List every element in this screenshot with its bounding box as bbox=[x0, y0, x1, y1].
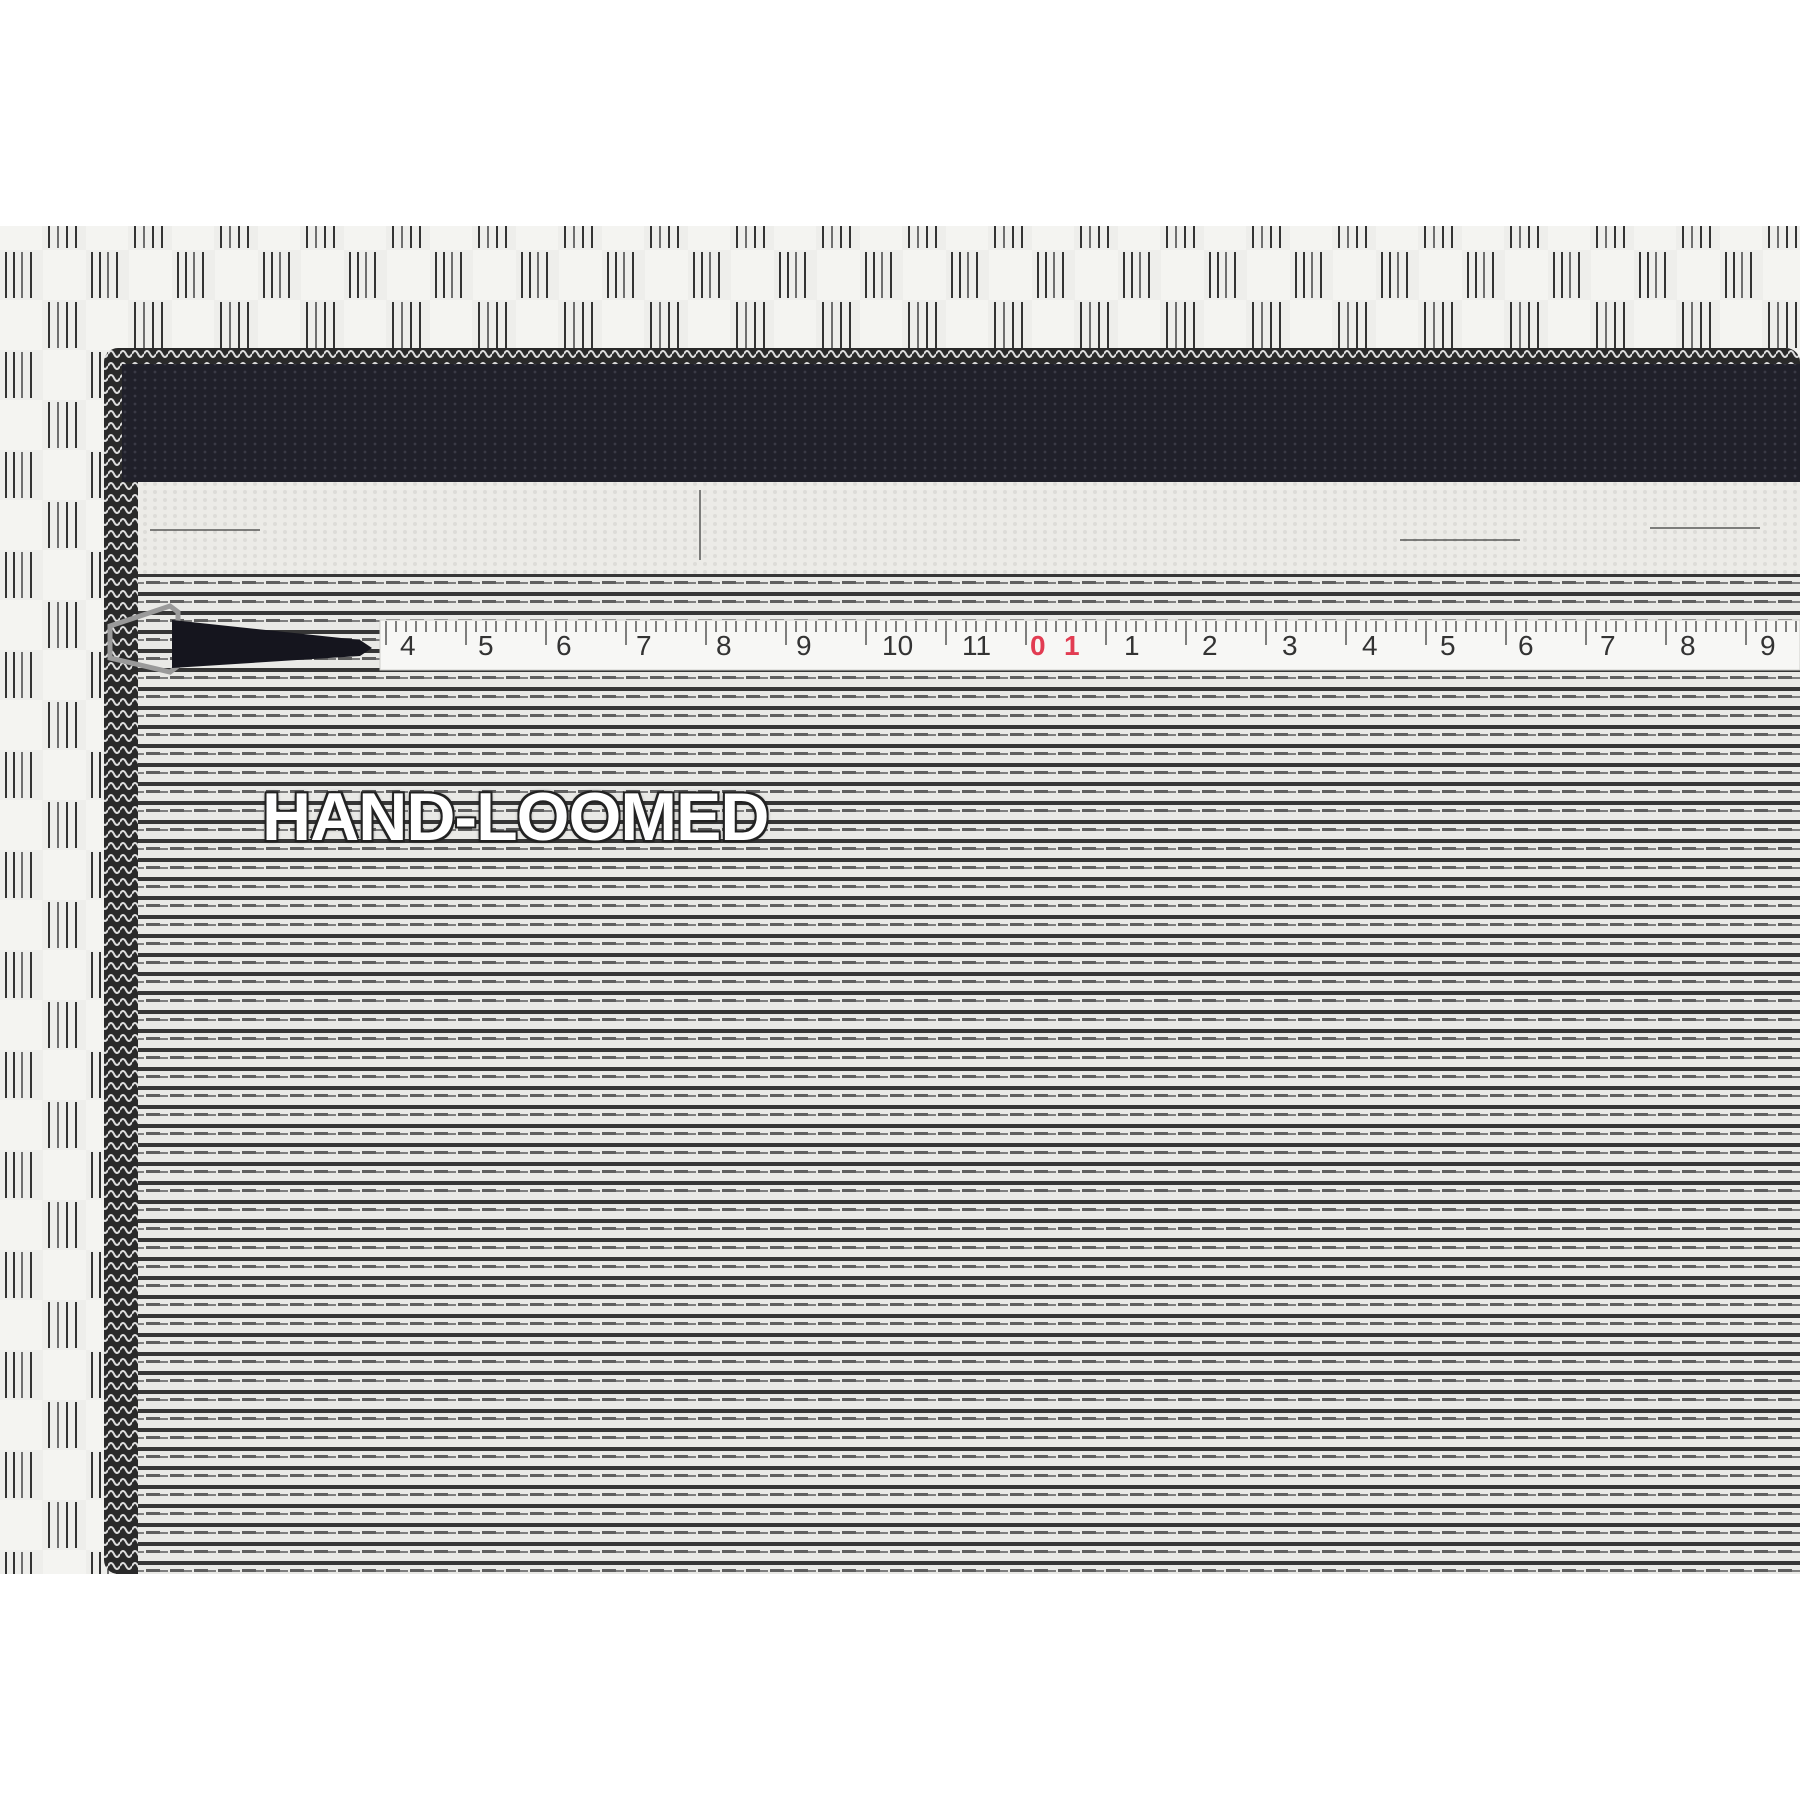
tape-label: 5 bbox=[478, 630, 494, 661]
tape-label: 9 bbox=[1760, 630, 1776, 661]
tape-label: 1 bbox=[1124, 630, 1140, 661]
tape-label: 6 bbox=[1518, 630, 1534, 661]
tape-measure bbox=[379, 619, 1800, 671]
tape-label: 6 bbox=[556, 630, 572, 661]
tape-label: 9 bbox=[796, 630, 812, 661]
tape-label: 7 bbox=[636, 630, 652, 661]
tape-label: 0 bbox=[1030, 630, 1046, 661]
rug-caption: HAND-LOOMED bbox=[262, 779, 770, 855]
tape-label: 8 bbox=[716, 630, 732, 661]
rug-striped-field bbox=[138, 574, 1800, 1574]
tape-label: 10 bbox=[882, 630, 914, 661]
tape-label: 4 bbox=[1362, 630, 1378, 661]
tape-label: 1 bbox=[1064, 630, 1080, 661]
tape-label: 4 bbox=[400, 630, 416, 661]
rug-dark-border bbox=[122, 364, 1800, 482]
tape-label: 7 bbox=[1600, 630, 1616, 661]
tape-label: 3 bbox=[1282, 630, 1298, 661]
tape-clip bbox=[172, 620, 372, 668]
tape-label: 8 bbox=[1680, 630, 1696, 661]
rug-ivory-band bbox=[138, 482, 1800, 574]
tape-label: 2 bbox=[1202, 630, 1218, 661]
tape-label: 5 bbox=[1440, 630, 1456, 661]
tape-label: 11 bbox=[962, 630, 992, 661]
